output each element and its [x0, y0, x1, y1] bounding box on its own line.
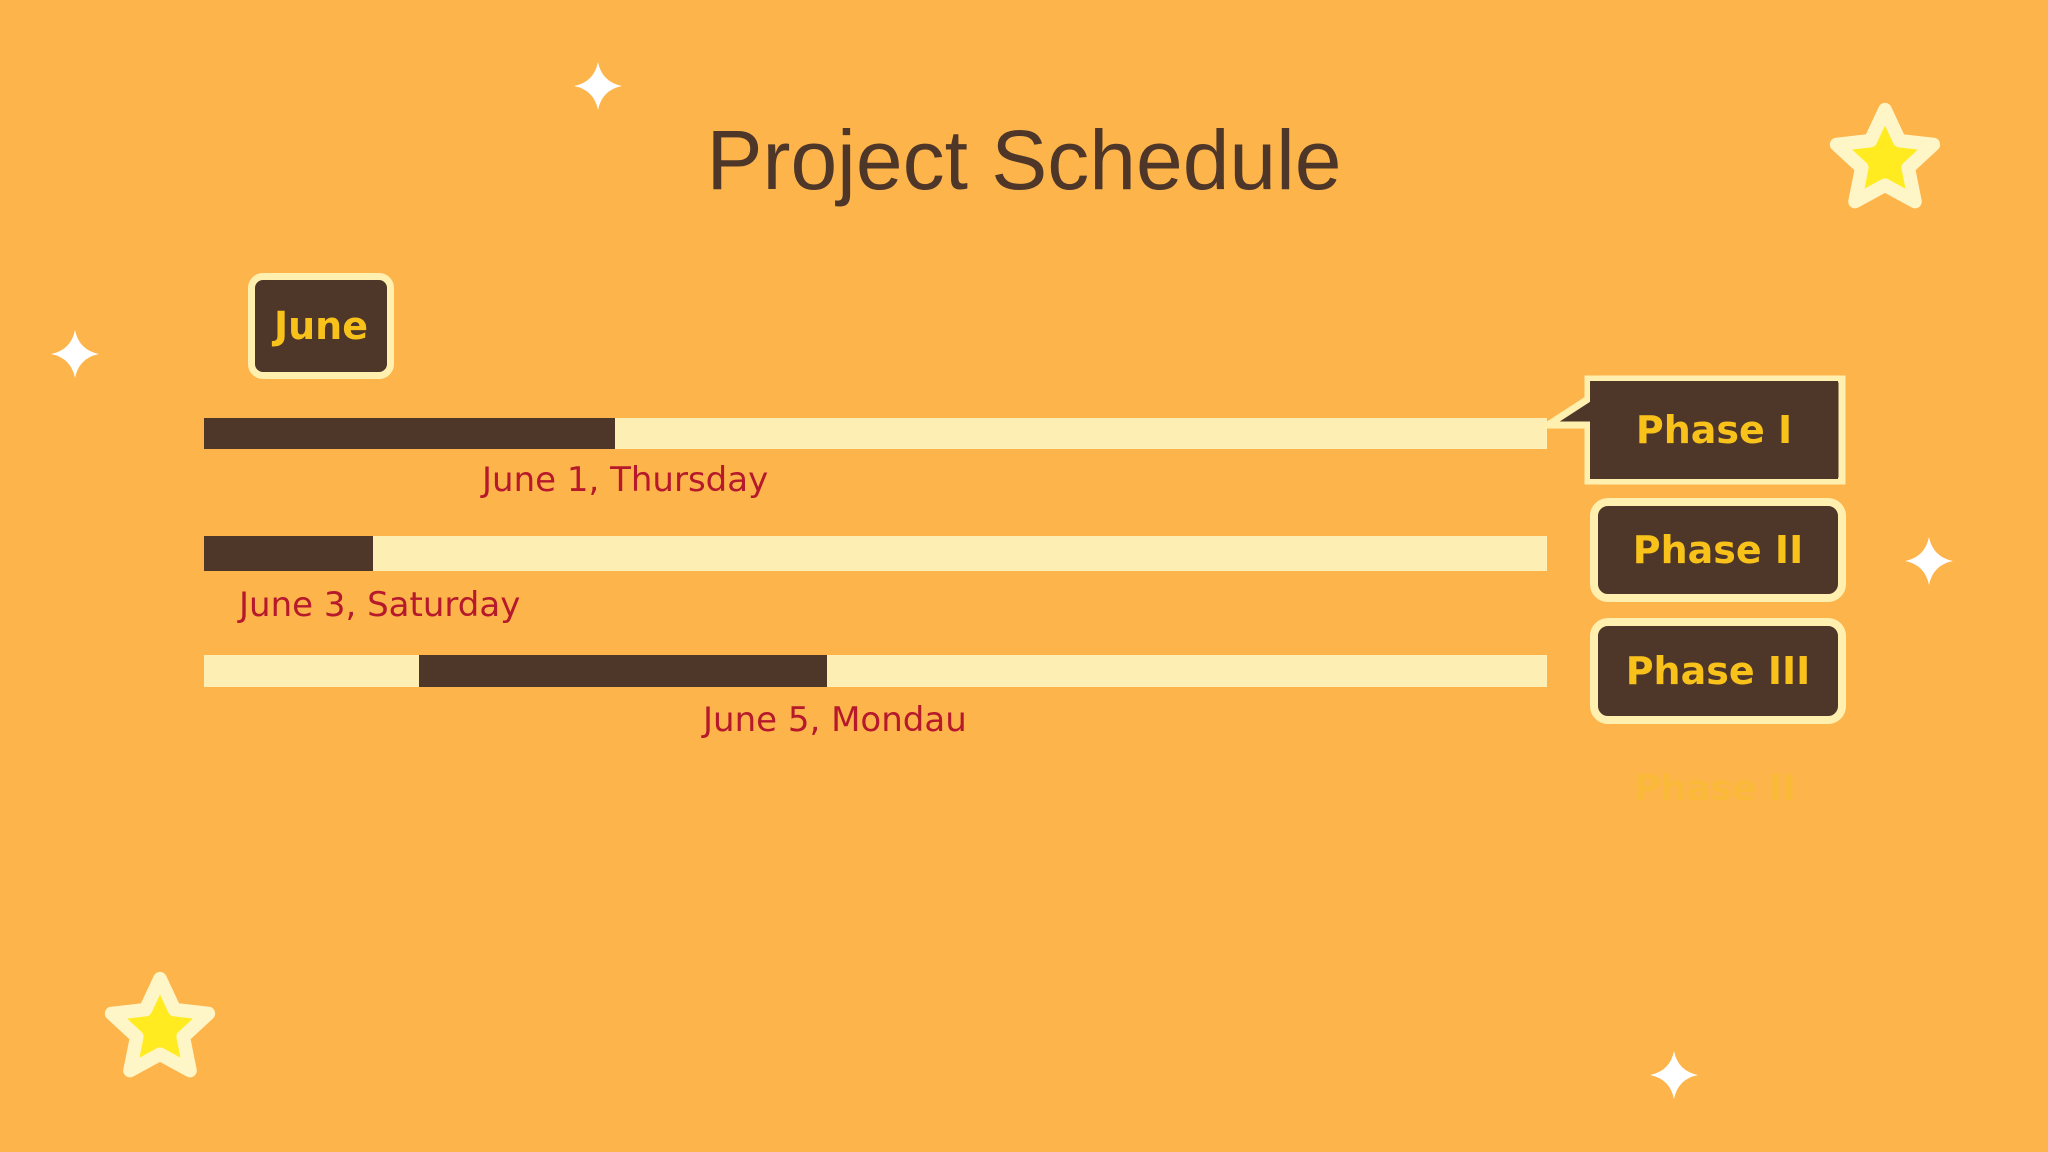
timeline-track — [204, 655, 1547, 687]
sparkle-icon — [1905, 537, 1953, 585]
page-title: Project Schedule — [706, 113, 1342, 207]
timeline-progress — [204, 536, 374, 571]
date-label: June 1, Thursday — [482, 460, 769, 500]
timeline-progress — [418, 655, 828, 687]
faded-phase-label: Phase II — [1634, 768, 1796, 809]
star-icon — [104, 971, 216, 1078]
date-label: June 5, Mondau — [703, 700, 967, 740]
phase-label-1: Phase I — [1590, 381, 1838, 479]
phase-label-2: Phase II — [1590, 498, 1846, 602]
sparkle-icon — [1650, 1051, 1698, 1099]
timeline-progress — [204, 418, 615, 449]
star-icon — [1829, 102, 1941, 209]
phase-label-3: Phase III — [1590, 618, 1846, 724]
timeline-track — [204, 536, 1547, 571]
month-badge: June — [248, 273, 394, 379]
date-label: June 3, Saturday — [239, 585, 521, 625]
month-label: June — [273, 304, 369, 348]
sparkle-icon — [51, 330, 99, 378]
sparkle-icon — [574, 62, 622, 110]
timeline-track — [204, 418, 1547, 449]
